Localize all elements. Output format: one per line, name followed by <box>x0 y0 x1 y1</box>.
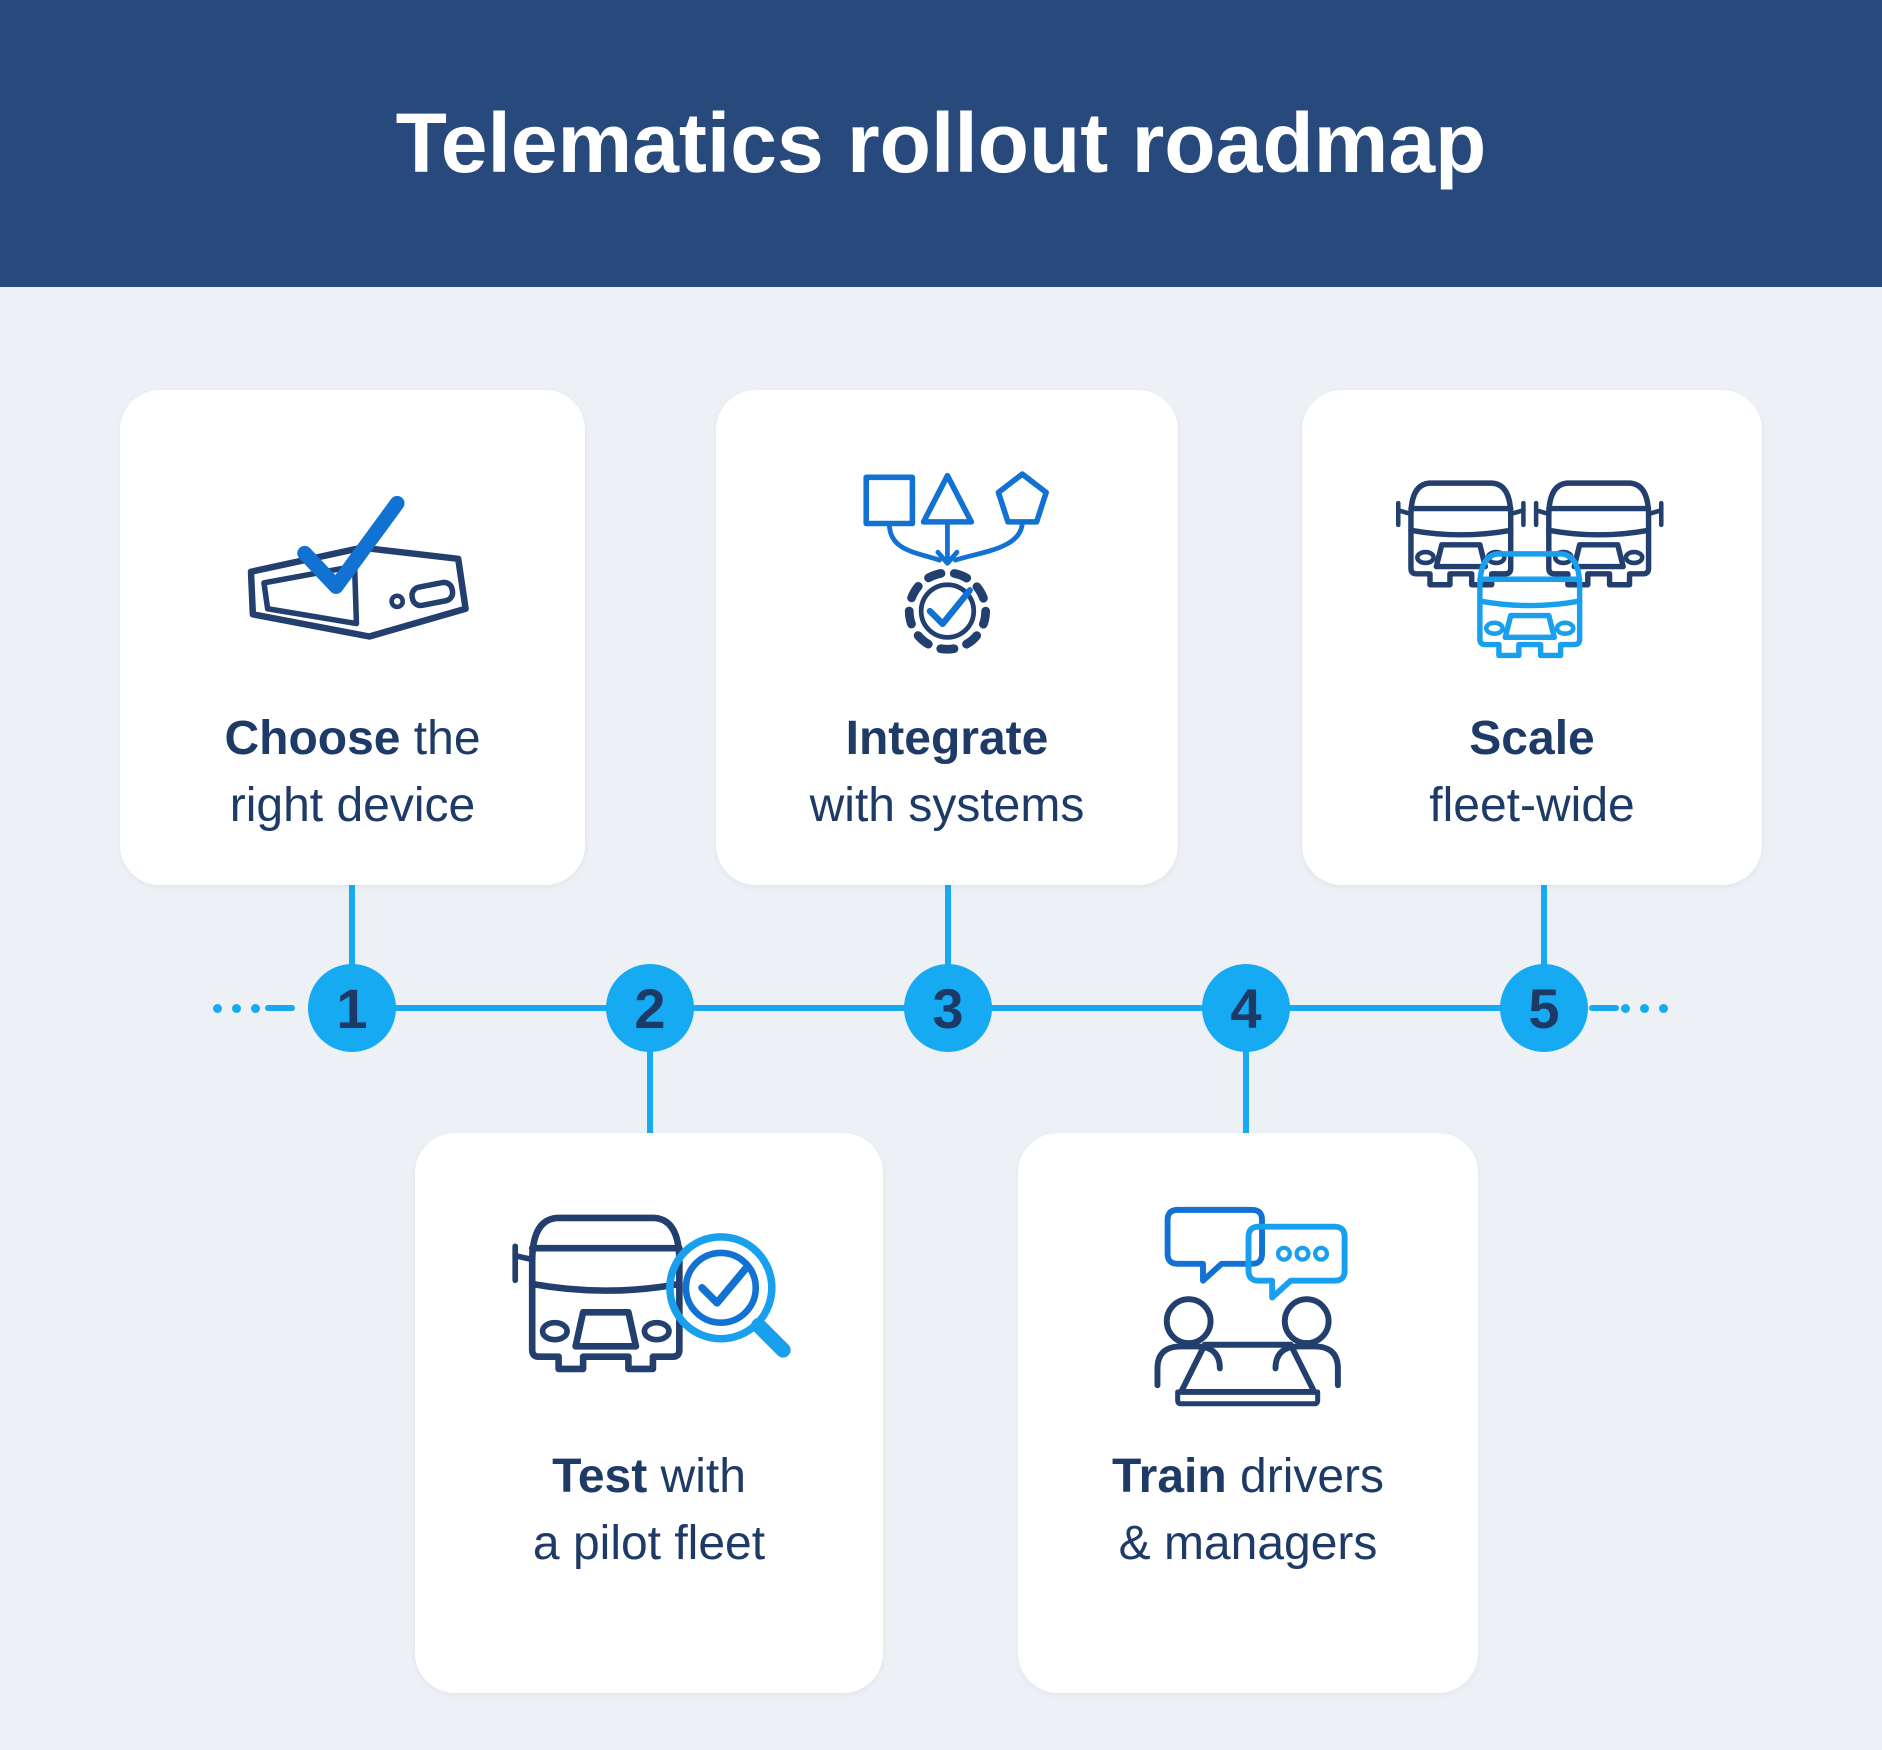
step-label-line2: fleet-wide <box>1429 779 1635 832</box>
truck-inspection-icon <box>512 1214 791 1372</box>
step-label: Integrate with systems <box>810 705 1085 839</box>
step-card-choose-device: Choose the right device <box>120 390 585 885</box>
step-circle-3: 3 <box>904 964 992 1052</box>
step-circle-2: 2 <box>606 964 694 1052</box>
step-number: 2 <box>634 976 666 1040</box>
timeline-dash-left <box>265 1005 295 1011</box>
timeline-dot-left <box>213 1004 222 1013</box>
step-label-line1: Integrate <box>845 712 1049 765</box>
step-label: Train drivers & managers <box>1112 1443 1384 1577</box>
step-card-train-drivers: Train drivers & managers <box>1018 1133 1478 1693</box>
step-number: 4 <box>1230 976 1262 1040</box>
step-label-line2: & managers <box>1118 1517 1378 1570</box>
connector-step-2 <box>647 1008 653 1135</box>
truck-inspection-icon <box>502 1193 796 1408</box>
step-label-line2: a pilot fleet <box>532 1517 766 1570</box>
system-integration-icon <box>828 455 1067 670</box>
fleet-trucks-icon <box>1396 480 1664 659</box>
step-circle-5: 5 <box>1500 964 1588 1052</box>
step-circle-1: 1 <box>308 964 396 1052</box>
step-number: 5 <box>1528 976 1560 1040</box>
step-label-line2: with systems <box>809 779 1085 832</box>
system-integration-icon <box>862 471 1049 654</box>
step-label: Scale fleet-wide <box>1429 705 1634 839</box>
step-label-line1: Scale <box>1469 712 1595 765</box>
step-card-scale-fleet: Scale fleet-wide <box>1302 390 1762 885</box>
connector-step-1 <box>349 885 355 1010</box>
timeline-dot-left <box>251 1004 260 1013</box>
people-training-icon <box>1154 1206 1348 1407</box>
fleet-trucks-icon <box>1391 455 1672 670</box>
timeline-dot-left <box>232 1004 241 1013</box>
step-label-line1: Test with <box>552 1450 746 1503</box>
device-check-icon <box>214 455 492 670</box>
step-label: Choose the right device <box>224 705 480 839</box>
step-label: Test with a pilot fleet <box>533 1443 765 1577</box>
step-circle-4: 4 <box>1202 964 1290 1052</box>
step-label-line1: Choose the <box>224 712 481 765</box>
device-check-icon <box>247 495 469 640</box>
timeline-dot-right <box>1621 1004 1630 1013</box>
timeline-dash-right <box>1589 1005 1619 1011</box>
step-label-line2: right device <box>229 779 476 832</box>
people-training-icon <box>1117 1193 1378 1408</box>
connector-step-3 <box>945 885 951 1010</box>
timeline-dot-right <box>1659 1004 1668 1013</box>
step-card-test-pilot-fleet: Test with a pilot fleet <box>415 1133 883 1693</box>
connector-step-4 <box>1243 1008 1249 1135</box>
step-card-integrate-systems: Integrate with systems <box>716 390 1178 885</box>
step-number: 3 <box>932 976 964 1040</box>
connector-step-5 <box>1541 885 1547 1010</box>
header-banner: Telematics rollout roadmap <box>0 0 1882 287</box>
page-title: Telematics rollout roadmap <box>395 96 1487 190</box>
step-label-line1: Train drivers <box>1111 1450 1385 1503</box>
step-number: 1 <box>336 976 368 1040</box>
timeline-dot-right <box>1640 1004 1649 1013</box>
